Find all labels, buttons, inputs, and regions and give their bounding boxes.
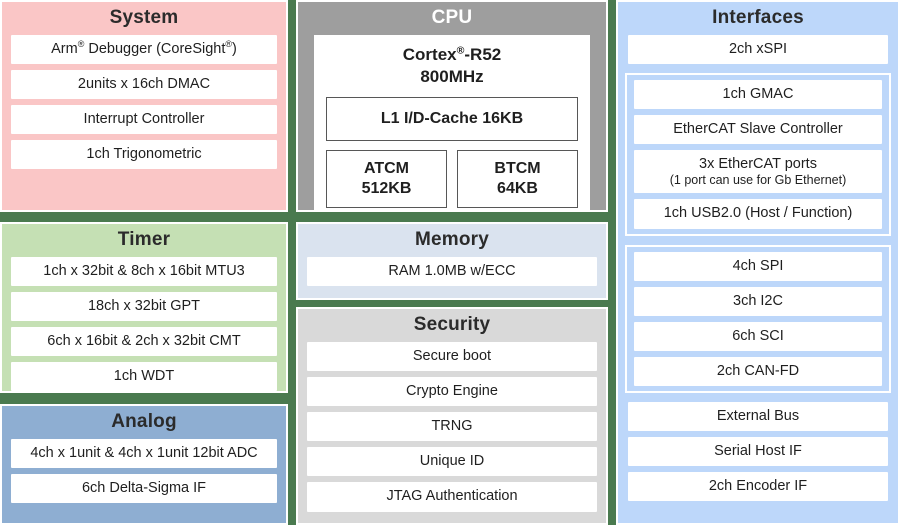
cpu-core-name: Cortex®-R52 — [402, 44, 502, 64]
block-encoder-if: 2ch Encoder IF — [628, 472, 888, 502]
panel-security-title: Security — [413, 314, 491, 335]
panel-system-title: System — [109, 7, 179, 28]
panel-memory: Memory RAM 1.0MB w/ECC — [296, 222, 608, 300]
interfaces-bus-group: External Bus Serial Host IF 2ch Encoder … — [618, 401, 898, 502]
panel-security: Security Secure boot Crypto Engine TRNG … — [296, 307, 608, 525]
cpu-tcm-row: ATCM 512KB BTCM 64KB — [326, 149, 578, 208]
block-ram: RAM 1.0MB w/ECC — [307, 257, 597, 287]
panel-timer-title: Timer — [117, 229, 171, 250]
block-ethercat-slave-controller: EtherCAT Slave Controller — [634, 115, 882, 145]
block-ethercat-ports: 3x EtherCAT ports (1 port can use for Gb… — [634, 150, 882, 194]
cpu-btcm-name: BTCM — [494, 159, 541, 177]
block-i2c: 3ch I2C — [634, 286, 882, 316]
panel-timer-items: 1ch x 32bit & 8ch x 16bit MTU3 18ch x 32… — [2, 257, 286, 391]
interfaces-top-group: 2ch xSPI — [618, 35, 898, 65]
block-spi: 4ch SPI — [634, 251, 882, 281]
panel-analog-items: 4ch x 1unit & 4ch x 1unit 12bit ADC 6ch … — [2, 439, 286, 511]
panel-security-items: Secure boot Crypto Engine TRNG Unique ID… — [298, 342, 606, 520]
cpu-core-card: Cortex®-R52 800MHz L1 I/D-Cache 16KB ATC… — [314, 35, 590, 210]
block-interrupt-controller: Interrupt Controller — [11, 105, 277, 135]
panel-memory-title: Memory — [414, 229, 490, 250]
interfaces-stack: 2ch xSPI 1ch GMAC EtherCAT Slave Control… — [618, 35, 898, 509]
block-gpt: 18ch x 32bit GPT — [11, 292, 277, 322]
block-dmac: 2units x 16ch DMAC — [11, 70, 277, 100]
block-external-bus: External Bus — [628, 401, 888, 432]
block-sci: 6ch SCI — [634, 321, 882, 351]
block-trigonometric: 1ch Trigonometric — [11, 140, 277, 170]
panel-cpu: CPU Cortex®-R52 800MHz L1 I/D-Cache 16KB… — [296, 0, 608, 212]
panel-timer: Timer 1ch x 32bit & 8ch x 16bit MTU3 18c… — [0, 222, 288, 393]
block-jtag-authentication: JTAG Authentication — [307, 482, 597, 512]
interfaces-serial-group: 4ch SPI 3ch I2C 6ch SCI 2ch CAN-FD — [625, 244, 891, 393]
cpu-atcm: ATCM 512KB — [326, 149, 447, 208]
block-ethercat-ports-label: 3x EtherCAT ports — [699, 156, 817, 173]
block-wdt: 1ch WDT — [11, 362, 277, 391]
block-mtu3: 1ch x 32bit & 8ch x 16bit MTU3 — [11, 257, 277, 287]
block-can-fd: 2ch CAN-FD — [634, 356, 882, 386]
panel-system-items: Arm® Debugger (CoreSight®) 2units x 16ch… — [2, 35, 286, 177]
panel-interfaces-title: Interfaces — [712, 7, 804, 28]
block-adc: 4ch x 1unit & 4ch x 1unit 12bit ADC — [11, 439, 277, 469]
block-xspi: 2ch xSPI — [628, 35, 888, 65]
block-serial-host-if: Serial Host IF — [628, 437, 888, 467]
cpu-l1-cache: L1 I/D-Cache 16KB — [326, 96, 578, 141]
block-gmac: 1ch GMAC — [634, 80, 882, 110]
panel-interfaces: Interfaces 2ch xSPI 1ch GMAC EtherCAT Sl… — [616, 0, 900, 525]
cpu-btcm-size: 64KB — [497, 179, 538, 197]
block-secure-boot: Secure boot — [307, 342, 597, 372]
panel-cpu-title: CPU — [431, 7, 473, 28]
block-cmt: 6ch x 16bit & 2ch x 32bit CMT — [11, 327, 277, 357]
cpu-atcm-size: 512KB — [361, 179, 412, 197]
cpu-core-frequency: 800MHz — [420, 67, 484, 87]
panel-system: System Arm® Debugger (CoreSight®) 2units… — [0, 0, 288, 212]
block-trng: TRNG — [307, 412, 597, 442]
block-delta-sigma-if: 6ch Delta-Sigma IF — [11, 474, 277, 504]
block-usb2: 1ch USB2.0 (Host / Function) — [634, 199, 882, 229]
interfaces-ethernet-group: 1ch GMAC EtherCAT Slave Controller 3x Et… — [625, 73, 891, 236]
cpu-btcm: BTCM 64KB — [457, 149, 578, 208]
panel-memory-items: RAM 1.0MB w/ECC — [298, 257, 606, 294]
block-ethercat-ports-note: (1 port can use for Gb Ethernet) — [669, 173, 847, 188]
panel-analog: Analog 4ch x 1unit & 4ch x 1unit 12bit A… — [0, 404, 288, 525]
cpu-atcm-name: ATCM — [363, 159, 410, 177]
panel-analog-title: Analog — [111, 411, 177, 432]
block-arm-debugger: Arm® Debugger (CoreSight®) — [11, 35, 277, 65]
block-unique-id: Unique ID — [307, 447, 597, 477]
block-crypto-engine: Crypto Engine — [307, 377, 597, 407]
